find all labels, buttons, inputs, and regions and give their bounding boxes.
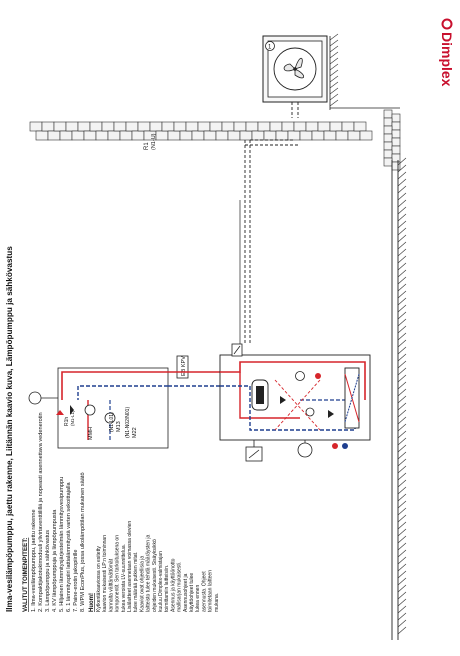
flow-sensor-icon xyxy=(315,373,321,379)
refrigerant-pipes xyxy=(239,102,299,345)
legend-note-heading: Huom! xyxy=(89,593,95,612)
svg-text:R1: R1 xyxy=(144,142,150,150)
legend: VALITUT TOIMENPITEET: 1. Ilma-vesilämpöp… xyxy=(22,412,220,612)
outdoor-unit: 1 xyxy=(262,35,328,103)
legend-note-line: Kaaviot ovat ohjeellisia ja xyxy=(139,556,145,612)
legend-note-line: tulee määrää putkien mitat. xyxy=(133,552,139,612)
logo-mark-icon xyxy=(441,18,453,30)
svg-text:(N1-L1): (N1-L1) xyxy=(70,410,75,426)
legend-item: 8. WPM EconPlus, jossa ulkolämpötilan mu… xyxy=(80,472,86,612)
outdoor-unit-number-badge xyxy=(265,41,275,51)
svg-text:(N1-N02/N01): (N1-N02/N01) xyxy=(125,407,131,438)
foundation-wall xyxy=(391,157,407,640)
legend-note-line: mallisarjan mukaisesti. xyxy=(177,562,183,612)
legend-item: 7. Paine-erotin jakopiirille xyxy=(73,550,79,613)
legend-heading: VALITUT TOIMENPITEET: xyxy=(22,538,29,612)
check-valve-icon xyxy=(280,396,286,404)
wall-column xyxy=(383,109,401,171)
controller-box xyxy=(231,343,243,357)
legend-item: 3. Lämpöpumppu ja sähkövastus xyxy=(45,530,51,612)
legend-note-line: kaavion mukaisesti LP:n toiminnan xyxy=(102,535,108,612)
expansion-valve-icon xyxy=(305,407,315,417)
legend-note-line: käyttöohjeet tulee xyxy=(189,573,195,612)
legend-item: 6. 1 lämmityspiiri lattialämmitystä vart… xyxy=(66,481,72,612)
ebkpv-block: EB KPV xyxy=(168,355,220,387)
legend-note-line: lukea ennen xyxy=(195,585,201,612)
legend-note-line: kuuluu Dimplex-valmistajan xyxy=(158,551,164,612)
label-r1h: R1h (N1-L1) xyxy=(64,410,75,426)
legend-item: 5. Hiljainen lämmitysjärjestelmän lämmit… xyxy=(59,477,65,612)
pump-m22-icon xyxy=(104,412,116,424)
ground-hatch xyxy=(329,33,400,109)
legend-note-line: kannalta välttämättömät xyxy=(108,558,114,612)
label-mmh: MMH xyxy=(88,427,94,440)
svg-text:M13: M13 xyxy=(116,421,122,432)
hydraulic-module xyxy=(219,354,371,441)
legend-item: 2. Kompaktijakotukimoduuli ylivirtaventt… xyxy=(38,412,44,612)
legend-note-line: laitteisto tulee tehdä määräysten ja xyxy=(146,535,152,612)
outdoor-unit-number: 1 xyxy=(268,45,272,51)
legend-note-line: Kytkentäkaaviossa on esitetty xyxy=(96,546,102,612)
page-title: Ilma-vesilämpöpumppu, jaettu rakenne, Li… xyxy=(5,246,14,612)
logo-text: Dimplex xyxy=(439,32,455,87)
label-m22: M22 (N1-N02/N01) xyxy=(125,407,138,438)
legend-note-line: toimittamiin laitteisiin. xyxy=(164,565,170,612)
svg-text:MMH: MMH xyxy=(88,427,94,440)
legend-note-line: komponentit. Sen tarkoituksena on xyxy=(115,535,121,612)
legend-note-line: Asennusohjeet ja xyxy=(183,573,189,612)
dimplex-logo: Dimplex xyxy=(439,18,455,87)
pipe-label-r1: R1 (N1-U) xyxy=(144,133,157,150)
legend-note-line: Asennus ja käyttöönotto xyxy=(170,558,176,612)
legend-note-line: toimitetaan laitteen xyxy=(208,570,214,612)
legend-note-line: mukana. xyxy=(214,593,220,612)
floor-heating-circuit xyxy=(28,367,169,449)
brick-wall xyxy=(29,121,373,141)
dhw-expansion-icon xyxy=(297,442,313,458)
page-title-group: Ilma-vesilämpöpumppu, jaettu rakenne, Li… xyxy=(5,246,14,612)
bottom-tank xyxy=(297,440,348,458)
check-valve-2-icon xyxy=(328,410,334,418)
circulation-pump-icon xyxy=(295,371,305,381)
legend-note-line: ohjeiden mukaisesti. Sisäyksikkö xyxy=(152,539,158,612)
svg-text:M22: M22 xyxy=(132,427,138,438)
fan-icon xyxy=(283,57,305,79)
valve-icon xyxy=(70,405,74,415)
legend-note-line: asennusta. Ohjeet xyxy=(201,571,207,612)
expansion-vessel-icon xyxy=(28,391,42,405)
legend-item: 1. Ilma-vesilämpöpumppu, jaettu rakenne xyxy=(31,509,37,612)
legend-item: 4. KV lämpöpumppuja ja lämpöpumpusta xyxy=(52,509,58,612)
pump-m13-icon xyxy=(84,404,96,416)
wpm-controller xyxy=(245,440,263,462)
legend-note-line: tukea veroista LV-suunnittelua. xyxy=(121,544,127,612)
svg-text:(N1-L01): (N1-L01) xyxy=(109,412,115,432)
svg-text:(N1-U): (N1-U) xyxy=(151,133,157,150)
label-m13: M13 (N1-L01) xyxy=(109,412,122,432)
svg-text:R1h: R1h xyxy=(64,417,70,426)
mixing-valve-icon xyxy=(56,410,64,415)
legend-note-line: Lisälaitteet asennetaan voimassa olevien xyxy=(127,521,133,612)
svg-text:EB KPV: EB KPV xyxy=(181,356,187,376)
